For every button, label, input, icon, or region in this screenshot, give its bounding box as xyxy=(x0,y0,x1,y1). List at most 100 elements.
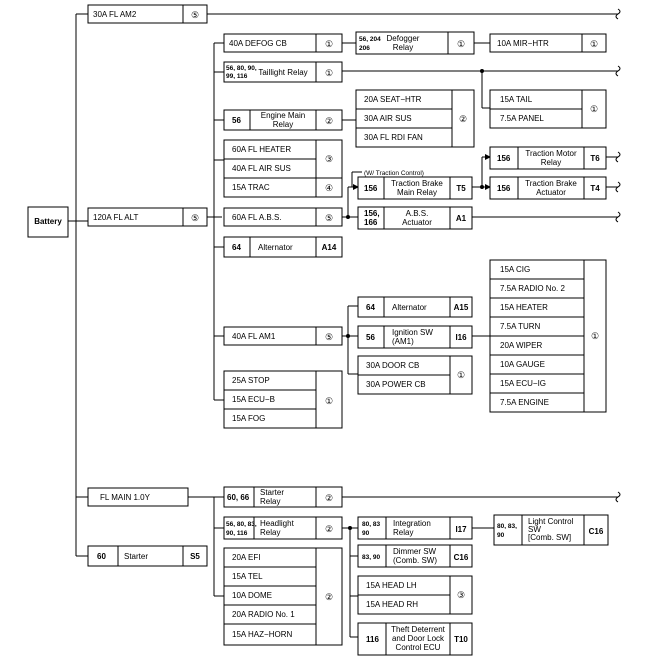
svg-text:Actuator: Actuator xyxy=(536,188,566,197)
defog-row: 40A DEFOG CB ① 56, 204 206 Defogger Rela… xyxy=(223,31,607,55)
ign-fuse: 7.5A ENGINE xyxy=(500,398,549,407)
svg-text:(AM1): (AM1) xyxy=(392,337,414,346)
svg-text:56, 80, 83,: 56, 80, 83, xyxy=(226,521,257,528)
svg-text:②: ② xyxy=(325,493,333,503)
svg-text:④: ④ xyxy=(325,183,333,193)
battery-box: Battery xyxy=(27,206,69,238)
svg-text:C16: C16 xyxy=(454,553,469,562)
svg-text:A1: A1 xyxy=(456,214,467,223)
svg-text:①: ① xyxy=(457,39,465,49)
svg-text:Ignition SW: Ignition SW xyxy=(392,328,433,337)
svg-text:Theft Deterrent: Theft Deterrent xyxy=(391,625,446,634)
svg-text:①: ① xyxy=(590,104,598,114)
svg-text:Relay: Relay xyxy=(260,497,280,506)
svg-text:156: 156 xyxy=(364,184,378,193)
svg-text:I17: I17 xyxy=(455,525,467,534)
svg-text:7.5A PANEL: 7.5A PANEL xyxy=(500,114,544,123)
svg-text:②: ② xyxy=(459,114,467,124)
alternator-row: 64 Alternator A14 xyxy=(223,236,343,258)
svg-text:T6: T6 xyxy=(590,154,600,163)
svg-text:15A FOG: 15A FOG xyxy=(232,414,265,423)
stop-group: 25A STOP 15A ECU−B 15A FOG ① xyxy=(223,370,343,429)
svg-text:83, 90: 83, 90 xyxy=(362,554,380,561)
svg-text:15A ECU−B: 15A ECU−B xyxy=(232,395,275,404)
fuse-am2: 30A FL AM2 ⑤ xyxy=(87,4,208,24)
svg-text:56: 56 xyxy=(232,116,241,125)
svg-text:Main Relay: Main Relay xyxy=(397,188,437,197)
svg-text:60A FL HEATER: 60A FL HEATER xyxy=(232,145,291,154)
svg-text:⑤: ⑤ xyxy=(325,213,333,223)
ignition-fuse-group: 15A CIG 7.5A RADIO No. 2 15A HEATER 7.5A… xyxy=(489,259,607,413)
svg-text:80, 83: 80, 83 xyxy=(362,521,380,528)
am1-row: 40A FL AM1 ⑤ 64 Alternator A15 56 Igniti… xyxy=(223,296,490,395)
heater-group: 60A FL HEATER 40A FL AIR SUS ③ 15A TRAC … xyxy=(223,139,343,198)
svg-text:SW: SW xyxy=(528,525,541,534)
svg-text:Relay: Relay xyxy=(260,528,280,537)
svg-text:①: ① xyxy=(325,39,333,49)
svg-text:T4: T4 xyxy=(590,184,600,193)
svg-text:①: ① xyxy=(591,331,599,341)
svg-text:FL MAIN 1.0Y: FL MAIN 1.0Y xyxy=(100,493,151,502)
svg-text:60, 66: 60, 66 xyxy=(227,493,250,502)
svg-text:156,: 156, xyxy=(364,209,380,218)
svg-text:(Comb. SW): (Comb. SW) xyxy=(393,556,437,565)
fuse-main: FL MAIN 1.0Y xyxy=(87,487,189,507)
svg-text:Alternator: Alternator xyxy=(258,243,293,252)
svg-text:C16: C16 xyxy=(589,527,604,536)
svg-text:⑤: ⑤ xyxy=(325,332,333,342)
svg-text:156: 156 xyxy=(497,154,511,163)
svg-text:Control ECU: Control ECU xyxy=(396,643,441,652)
fuse-alt: 120A FL ALT ⑤ xyxy=(87,207,208,227)
svg-text:30A FL RDI FAN: 30A FL RDI FAN xyxy=(364,133,423,142)
svg-text:Traction Motor: Traction Motor xyxy=(525,149,577,158)
svg-text:A.B.S.: A.B.S. xyxy=(406,209,429,218)
svg-text:56, 204: 56, 204 xyxy=(359,36,381,43)
svg-text:15A TRAC: 15A TRAC xyxy=(232,183,270,192)
efi-fuse: 10A DOME xyxy=(232,591,272,600)
svg-text:120A FL ALT: 120A FL ALT xyxy=(93,213,138,222)
svg-text:30A AIR SUS: 30A AIR SUS xyxy=(364,114,412,123)
svg-text:Light Control: Light Control xyxy=(528,517,574,526)
svg-text:30A FL AM2: 30A FL AM2 xyxy=(93,10,137,19)
svg-text:Traction Brake: Traction Brake xyxy=(391,179,443,188)
svg-text:90, 116: 90, 116 xyxy=(226,530,248,537)
svg-text:⑤: ⑤ xyxy=(191,213,199,223)
svg-text:40A FL AM1: 40A FL AM1 xyxy=(232,332,276,341)
svg-text:90: 90 xyxy=(362,530,370,537)
svg-text:Dimmer SW: Dimmer SW xyxy=(393,547,437,556)
svg-text:64: 64 xyxy=(232,243,241,252)
starter-relay-row: 60, 66 Starter Relay ② xyxy=(223,486,343,508)
svg-text:(W/ Traction Control): (W/ Traction Control) xyxy=(364,170,424,177)
ign-fuse: 15A HEATER xyxy=(500,303,548,312)
svg-text:40A FL AIR SUS: 40A FL AIR SUS xyxy=(232,164,291,173)
svg-text:166: 166 xyxy=(364,218,378,227)
svg-text:40A DEFOG CB: 40A DEFOG CB xyxy=(229,39,287,48)
svg-text:15A HEAD LH: 15A HEAD LH xyxy=(366,581,417,590)
ign-fuse: 20A WIPER xyxy=(500,341,542,350)
svg-text:③: ③ xyxy=(325,154,333,164)
svg-text:Relay: Relay xyxy=(393,528,413,537)
efi-fuse: 15A HAZ−HORN xyxy=(232,630,292,639)
svg-text:56: 56 xyxy=(366,333,375,342)
svg-text:T10: T10 xyxy=(454,635,468,644)
ign-fuse: 7.5A TURN xyxy=(500,322,541,331)
svg-text:S5: S5 xyxy=(190,552,200,561)
svg-text:64: 64 xyxy=(366,303,375,312)
svg-text:90: 90 xyxy=(497,532,505,539)
svg-text:③: ③ xyxy=(457,590,465,600)
ign-fuse: 7.5A RADIO No. 2 xyxy=(500,284,565,293)
theft-row: 116 Theft Deterrent and Door Lock Contro… xyxy=(357,622,473,656)
svg-text:Starter: Starter xyxy=(124,552,148,561)
svg-text:156: 156 xyxy=(497,184,511,193)
abs-row: 60A FL A.B.S. ⑤ (W/ Traction Control) 15… xyxy=(223,146,621,230)
starter-row: 60 Starter S5 xyxy=(87,545,208,567)
efi-fuse: 20A RADIO No. 1 xyxy=(232,610,295,619)
svg-text:Engine Main: Engine Main xyxy=(261,111,305,120)
svg-text:206: 206 xyxy=(359,45,370,52)
ign-fuse: 15A CIG xyxy=(500,265,530,274)
ign-fuse: 10A GAUGE xyxy=(500,360,545,369)
svg-text:15A TAIL: 15A TAIL xyxy=(500,95,533,104)
ign-fuse: 15A ECU−IG xyxy=(500,379,546,388)
svg-text:Taillight Relay: Taillight Relay xyxy=(258,68,307,77)
